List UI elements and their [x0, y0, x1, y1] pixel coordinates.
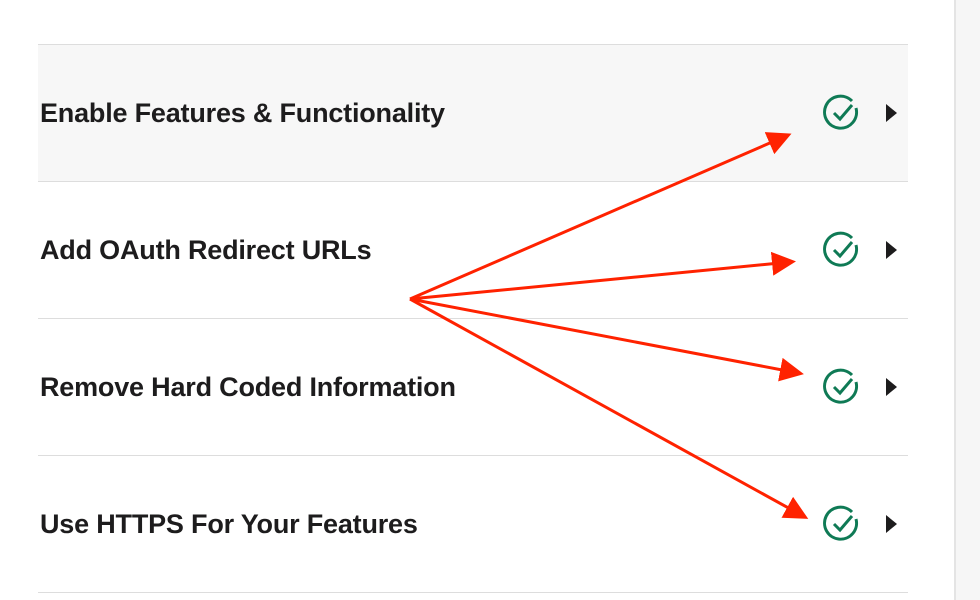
- item-label: Enable Features & Functionality: [40, 97, 445, 128]
- check-circle-icon: [823, 368, 859, 404]
- expand-caret-icon[interactable]: [886, 241, 897, 259]
- checklist-item-hard-coded[interactable]: Remove Hard Coded Information: [38, 319, 908, 456]
- check-circle-icon: [823, 94, 859, 130]
- side-panel: [954, 0, 980, 600]
- checklist-item-https[interactable]: Use HTTPS For Your Features: [38, 456, 908, 593]
- expand-caret-icon[interactable]: [886, 515, 897, 533]
- item-label: Add OAuth Redirect URLs: [40, 234, 372, 265]
- expand-caret-icon[interactable]: [886, 104, 897, 122]
- expand-caret-icon[interactable]: [886, 378, 897, 396]
- checklist: Enable Features & Functionality Add OAut…: [38, 44, 908, 593]
- check-circle-icon: [823, 231, 859, 267]
- check-circle-icon: [823, 505, 859, 541]
- item-label: Use HTTPS For Your Features: [40, 508, 418, 539]
- item-label: Remove Hard Coded Information: [40, 371, 456, 402]
- checklist-item-enable-features[interactable]: Enable Features & Functionality: [38, 45, 908, 182]
- checklist-item-oauth-redirect[interactable]: Add OAuth Redirect URLs: [38, 182, 908, 319]
